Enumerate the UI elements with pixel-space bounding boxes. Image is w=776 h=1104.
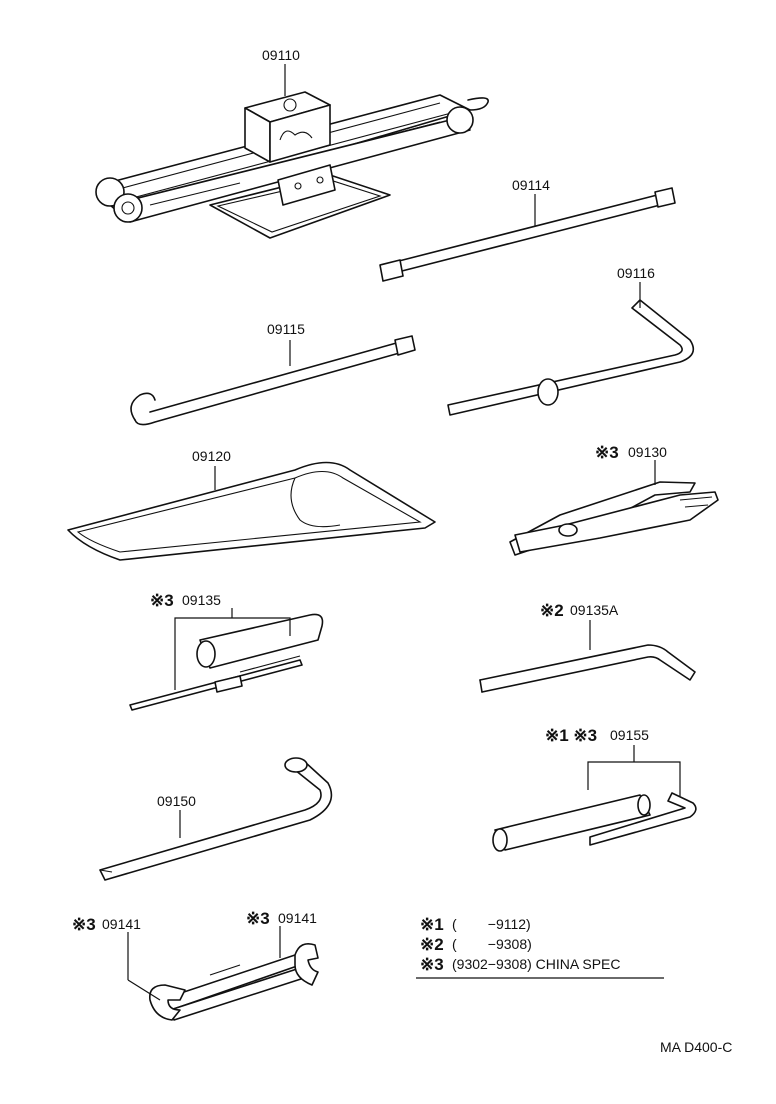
hub-nut-wrench-drawing <box>479 644 696 693</box>
jack-drawing <box>95 91 489 239</box>
wheel-nut-wrench-part-number: 09150 <box>157 793 196 809</box>
note-2-mark: ※2 <box>420 935 444 954</box>
note-2-text: ( −9308) <box>452 936 532 952</box>
jack-handle-crank-part-number: 09116 <box>617 265 655 281</box>
tool-bag-drawing <box>67 461 436 561</box>
spark-plug-wrench-mark: ※1 ※3 <box>545 726 597 745</box>
note-1-mark: ※1 <box>420 915 444 934</box>
pliers-part-number: 09130 <box>628 444 667 460</box>
hub-nut-wrench-mark: ※2 <box>540 601 564 620</box>
note-3-text: (9302−9308) CHINA SPEC <box>452 956 620 972</box>
wrench-left-leader-d <box>127 979 161 1001</box>
spark-plug-wrench-drawing <box>492 792 697 852</box>
jack-handle-bar-part-number: 09114 <box>512 177 550 193</box>
open-wrench-drawing <box>148 942 319 1021</box>
pliers-mark: ※3 <box>595 443 619 462</box>
jack-handle-hook-drawing <box>130 335 416 426</box>
jack-handle-hook-part-number: 09115 <box>267 321 305 337</box>
wheel-nut-wrench-drawing <box>99 757 333 881</box>
notes-legend: ※1 ( −9112) ※2 ( −9308) ※3 (9302−9308) C… <box>416 915 664 979</box>
spark-plug-wrench-part-number: 09155 <box>610 727 649 743</box>
note-1-text: ( −9112) <box>452 916 531 932</box>
tool-bag-part-number: 09120 <box>192 448 231 464</box>
wrench-right-part-number: 09141 <box>278 910 317 926</box>
pliers-drawing <box>509 481 719 556</box>
wrench-left-mark: ※3 <box>72 915 96 934</box>
jack-handle-crank-drawing <box>447 299 695 416</box>
screwdriver-set-drawing <box>129 613 324 711</box>
screwdriver-set-mark: ※3 <box>150 591 174 610</box>
jack-part-number: 09110 <box>262 47 300 63</box>
note-3-mark: ※3 <box>420 955 444 974</box>
hub-nut-wrench-part-number: 09135A <box>570 602 619 618</box>
wrench-right-mark: ※3 <box>246 909 270 928</box>
jack-handle-bar-drawing <box>379 187 676 282</box>
wrench-left-part-number: 09141 <box>102 916 141 932</box>
spark-plug-wrench-leader <box>587 761 681 796</box>
diagram-reference-code: MA D400-C <box>660 1039 732 1055</box>
screwdriver-set-part-number: 09135 <box>182 592 221 608</box>
